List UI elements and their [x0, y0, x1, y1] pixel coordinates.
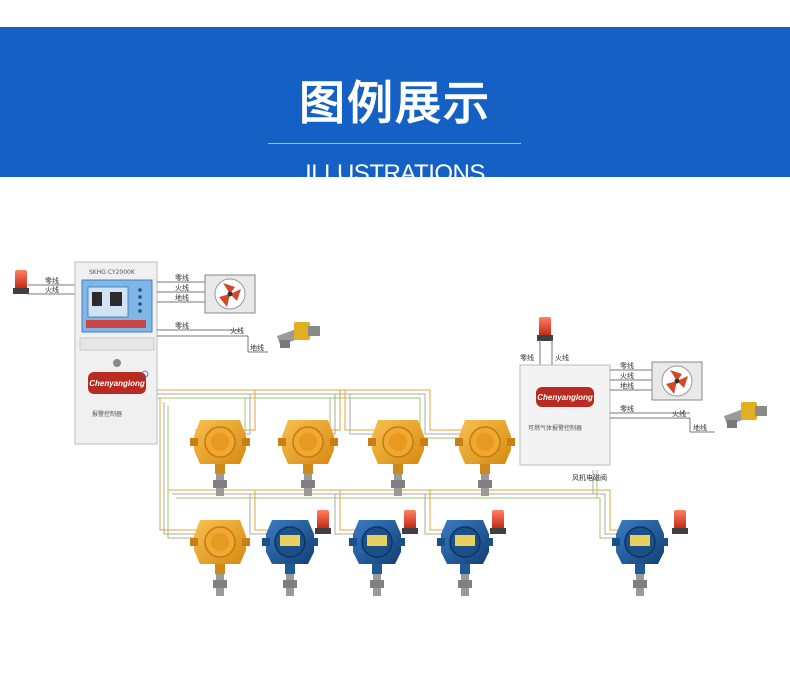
gas-detector-yellow-2 — [277, 419, 339, 497]
label-valve2-ground: 地线 — [693, 423, 707, 432]
gas-detector-yellow-3 — [367, 419, 429, 497]
gas-detector-yellow-4 — [454, 419, 516, 497]
label-lamp2-neutral: 零线 — [520, 353, 534, 362]
gas-detector-blue-4 — [611, 519, 669, 597]
gas-controller: SKHG CY2000K Chenyanglong 报警控制器 — [74, 261, 158, 445]
solenoid-valve-left — [276, 322, 320, 348]
bus-wires-row2 — [159, 398, 620, 539]
fan-valve-label: 风机电磁阀 — [572, 473, 607, 482]
gas-detector-blue-3 — [436, 519, 494, 597]
label-fan2-ground: 地线 — [620, 381, 634, 390]
page-subtitle: ILLUSTRATIONS — [305, 160, 485, 187]
header-banner: 图例展示 ILLUSTRATIONS — [0, 27, 790, 187]
title-divider — [268, 143, 521, 144]
controller-caption: 报警控制器 — [92, 410, 122, 418]
label-valve2-neutral: 零线 — [620, 404, 634, 413]
alarm-lamp-left — [13, 270, 29, 294]
relay-box-caption: 可燃气体报警控制器 — [528, 424, 582, 432]
alarm-lamp-row2-3 — [490, 510, 506, 534]
relay-box-brand: Chenyanglong — [537, 393, 593, 402]
alarm-lamp-right — [537, 317, 553, 341]
label-valve1-neutral: 零线 — [175, 321, 189, 330]
gas-detector-yellow-1 — [189, 419, 251, 497]
gas-detector-blue-1 — [261, 519, 319, 597]
exhaust-fan-left — [204, 274, 256, 314]
label-fan1-ground: 地线 — [175, 293, 189, 302]
alarm-lamp-row2-4 — [672, 510, 688, 534]
label-fan1-neutral: 零线 — [175, 273, 189, 282]
label-valve2-live: 火线 — [672, 409, 686, 418]
label-lamp-live: 火线 — [45, 285, 59, 294]
label-valve1-live: 火线 — [230, 326, 244, 335]
exhaust-fan-right — [651, 361, 703, 401]
label-lamp-neutral: 零线 — [45, 276, 59, 285]
alarm-lamp-row2-1 — [315, 510, 331, 534]
page-title: 图例展示 — [299, 76, 491, 130]
solenoid-valve-right — [723, 402, 767, 428]
label-valve1-ground: 地线 — [250, 343, 264, 352]
gas-detector-blue-2 — [348, 519, 406, 597]
label-fan2-neutral: 零线 — [620, 361, 634, 370]
label-fan1-live: 火线 — [175, 283, 189, 292]
gas-detector-yellow-5 — [189, 519, 251, 597]
controller-brand: Chenyanglong — [89, 379, 145, 388]
label-lamp2-live: 火线 — [555, 353, 569, 362]
label-fan2-live: 火线 — [620, 371, 634, 380]
alarm-lamp-row2-2 — [402, 510, 418, 534]
relay-control-box: Chenyanglong 可燃气体报警控制器 — [519, 364, 611, 466]
controller-model: SKHG CY2000K — [89, 269, 136, 276]
